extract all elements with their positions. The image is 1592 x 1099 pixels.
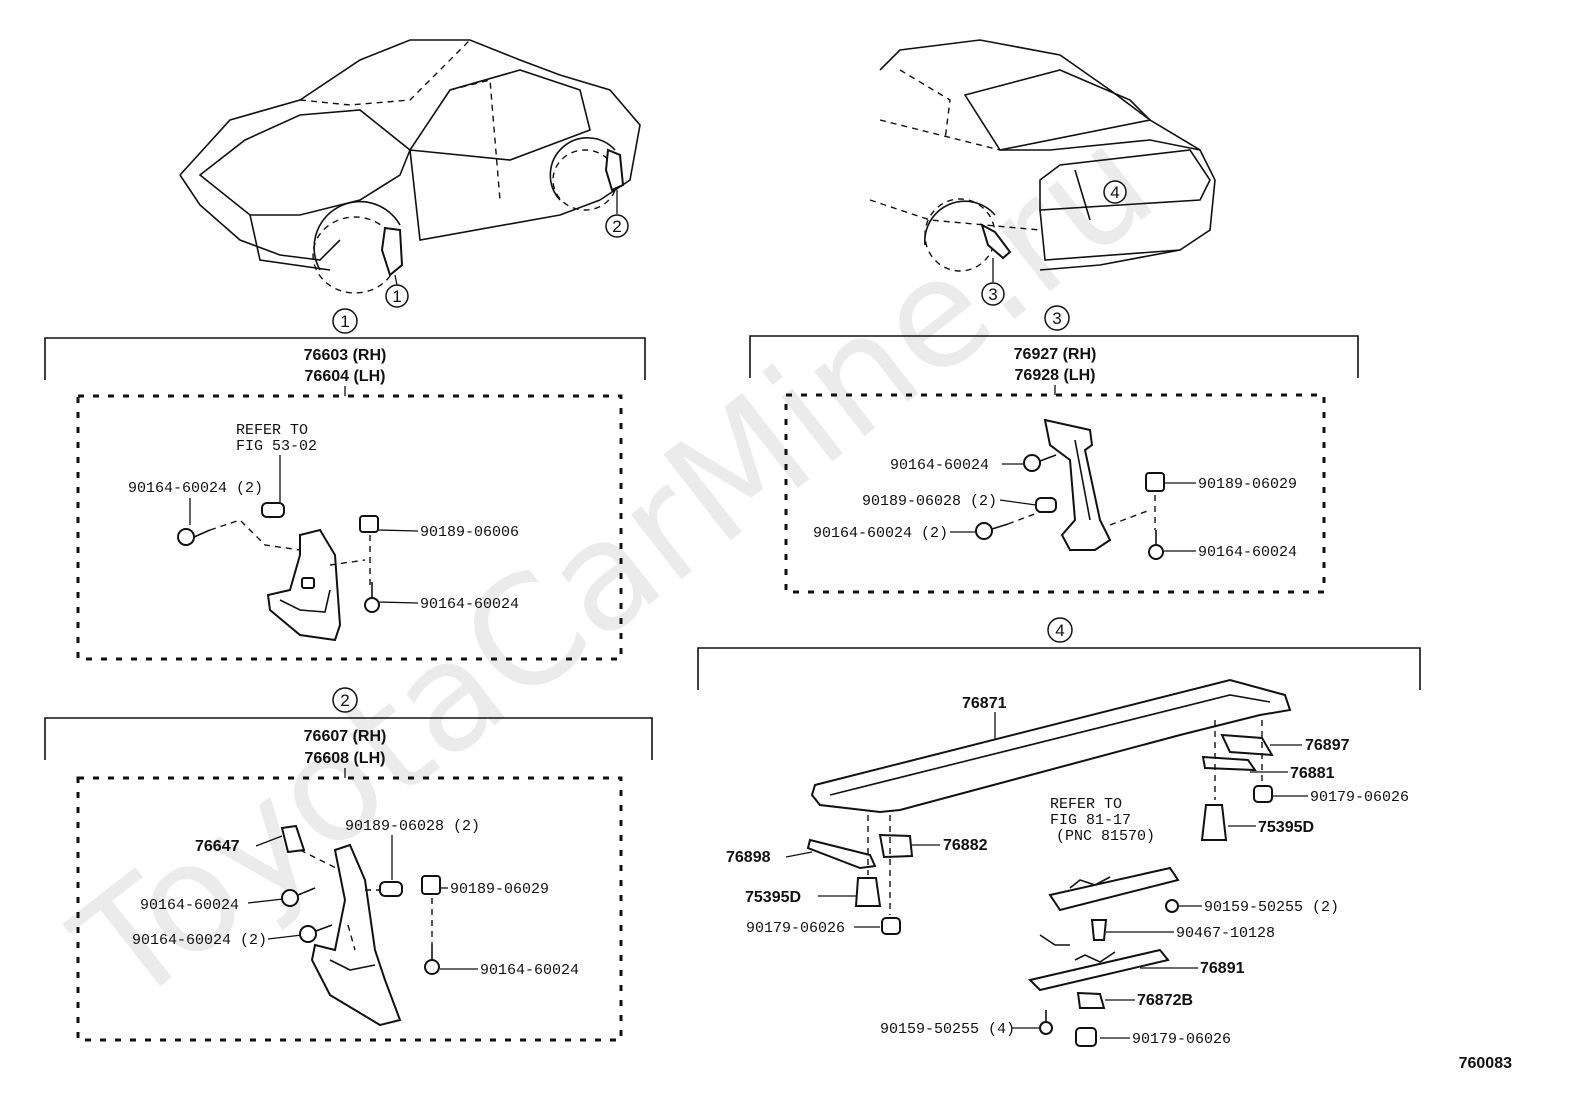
section-2-label-screw: 90164-60024 [140,897,239,914]
section-2-marker-label: 2 [340,691,349,710]
front-car-illustration [179,39,641,294]
section-1-label-bolt: 90164-60024 (2) [128,480,263,497]
section-3-label-screw: 90164-60024 [890,457,989,474]
section-3-label-screw-2: 90164-60024 (2) [813,525,948,542]
section-1-label-clip: 90189-06006 [420,524,519,541]
section-3-title-lh: 76928 (LH) [1015,367,1096,384]
section-1-refer-line2: FIG 53-02 [236,438,317,455]
section-1-fasteners [177,502,380,613]
section-4-label-nut-left: 90179-06026 [746,920,845,937]
section-4-label-grommet: 90467-10128 [1176,925,1275,942]
section-4-label-nut-lower: 90179-06026 [1132,1031,1231,1048]
callout-3-rear [981,282,1005,306]
section-4-label-76872b: 76872B [1137,992,1193,1009]
rear-car-illustration [869,39,1216,282]
section-2-title-lh: 76608 (LH) [305,750,386,767]
section-4-lamp-bracket [1028,948,1170,992]
section-4-label-nut-upper: 90179-06026 [1310,789,1409,806]
section-2-label-clip: 90189-06029 [450,881,549,898]
section-4-label-76891: 76891 [1200,960,1245,977]
section-2-title-rh: 76607 (RH) [304,728,387,745]
section-3-bracket [1043,418,1112,551]
callout-4-rear-label: 4 [1110,183,1119,202]
section-2-fasteners [281,875,441,975]
section-4-label-76881: 76881 [1290,765,1335,782]
callout-2-front [605,214,629,238]
section-3-label-screw-right: 90164-60024 [1198,544,1297,561]
section-1: 1 76603 (RH) 76604 (LH) REFER TO FIG 53-… [44,308,646,661]
callout-1-front [385,284,409,308]
section-4-label-75395d-lower: 75395D [745,889,801,906]
section-4-label-76882: 76882 [943,837,988,854]
section-4-label-76898: 76898 [726,849,771,866]
section-2-label-screw-lower: 90164-60024 [480,962,579,979]
section-4-label-screw-2: 90159-50255 (2) [1204,899,1339,916]
section-2-label-bolt-2: 90189-06028 (2) [345,818,480,835]
section-3: 3 76927 (RH) 76928 (LH) 90164-60024 9018… [749,305,1359,594]
section-4-label-spoiler: 76871 [962,695,1007,712]
section-3-fasteners [975,454,1165,560]
section-4: 4 76871 76897 76881 90179-06026 75395D 7… [697,617,1421,1048]
callout-3-rear-label: 3 [988,285,997,304]
section-1-refer-line1: REFER TO [236,422,308,439]
section-1-title-lh: 76604 (LH) [305,368,386,385]
section-3-marker [1044,305,1070,331]
section-4-refer-line2: FIG 81-17 [1050,812,1131,829]
section-4-label-76897: 76897 [1305,737,1350,754]
section-3-label-clip: 90189-06029 [1198,476,1297,493]
section-3-label-bolt-2: 90189-06028 (2) [862,493,997,510]
callout-1-front-label: 1 [392,287,401,306]
section-1-marker [332,308,358,334]
section-1-marker-label: 1 [340,312,349,331]
section-4-stop-lamp [1048,866,1180,912]
section-1-box [76,394,623,661]
section-3-marker-label: 3 [1052,309,1061,328]
section-1-title-rh: 76603 (RH) [304,347,387,364]
section-4-marker-label: 4 [1055,621,1064,640]
section-4-label-75395d-upper: 75395D [1258,819,1314,836]
diagram-code: 760083 [1459,1055,1512,1072]
callout-4-rear [1103,180,1127,204]
section-4-marker [1047,617,1073,643]
callout-2-front-label: 2 [612,217,621,236]
section-1-label-screw: 90164-60024 [420,596,519,613]
section-2-label-76647: 76647 [195,838,240,855]
section-4-spoiler [810,678,1292,814]
section-2-marker [332,687,358,713]
section-4-refer-line1: REFER TO [1050,796,1122,813]
section-4-label-screw-4: 90159-50255 (4) [880,1021,1015,1038]
section-2-mudguard [280,824,402,1027]
section-1-mudguard [266,528,342,642]
section-2: 2 76607 (RH) 76608 (LH) 76647 90189-0602… [44,687,653,1042]
section-2-box [76,776,623,1042]
section-4-refer-line3: (PNC 81570) [1056,828,1155,845]
section-3-title-rh: 76927 (RH) [1014,346,1097,363]
section-2-label-screw-2: 90164-60024 (2) [132,932,267,949]
